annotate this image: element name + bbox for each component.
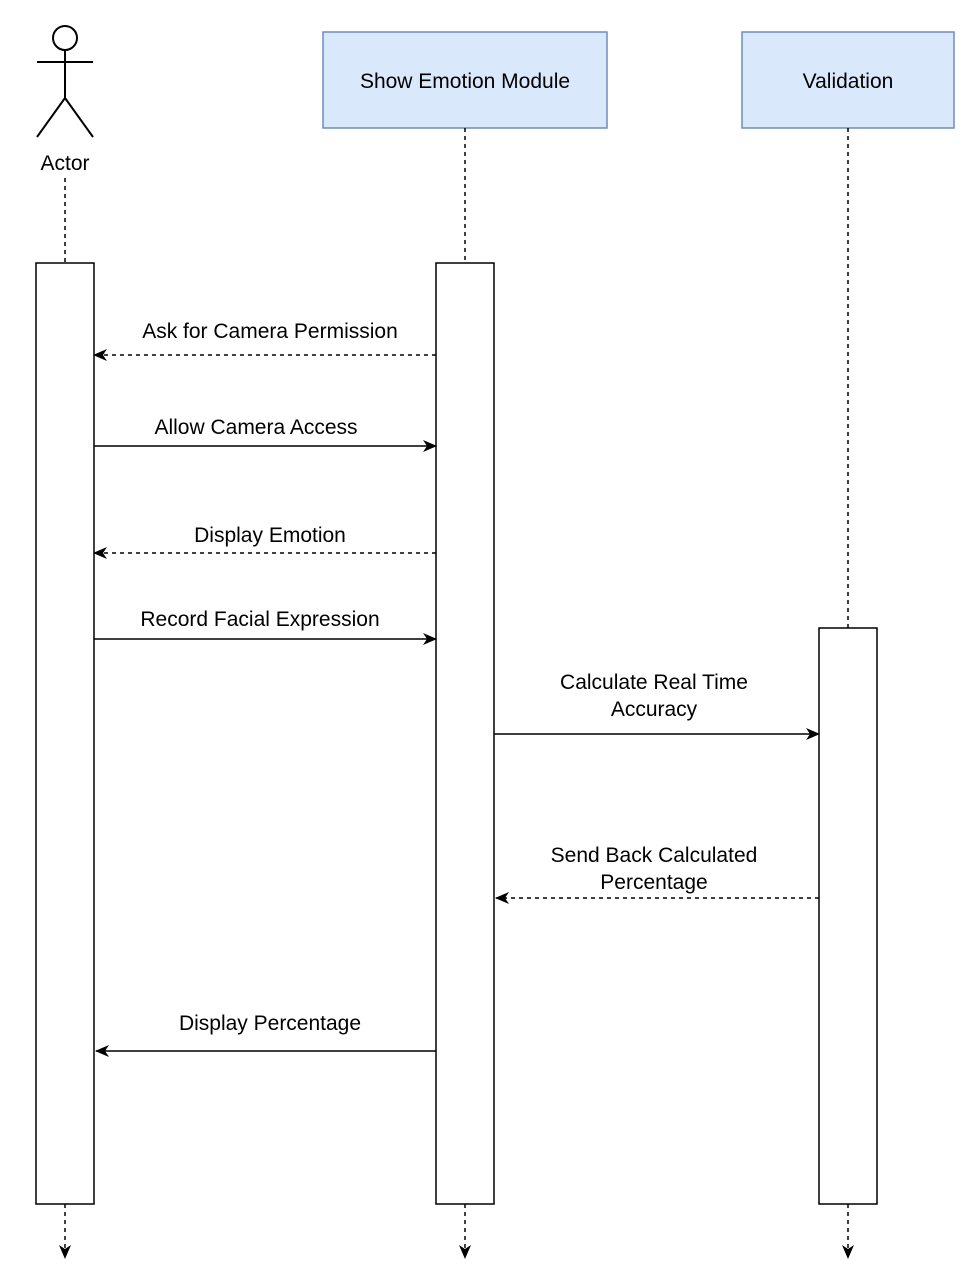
participant-box xyxy=(322,31,608,129)
message-label: Display Percentage xyxy=(179,1012,361,1035)
actor-label: Actor xyxy=(40,152,89,175)
participant-label: Show Emotion Module xyxy=(360,70,570,93)
actor: Actor xyxy=(36,25,94,175)
participant-box xyxy=(741,31,955,129)
message-display-percentage: Display Percentage xyxy=(95,1012,436,1057)
message-label: Record Facial Expression xyxy=(140,608,379,631)
message-label-line-2: Percentage xyxy=(600,871,707,894)
message-label-line-1: Send Back Calculated xyxy=(551,844,758,867)
message-label: Allow Camera Access xyxy=(154,416,357,439)
message-calculate-accuracy: Calculate Real Time Accuracy xyxy=(494,671,820,740)
message-send-back-percentage: Send Back Calculated Percentage xyxy=(495,844,819,904)
participant-validation: Validation xyxy=(741,31,955,129)
lifelines xyxy=(59,128,854,1259)
message-allow-camera-access: Allow Camera Access xyxy=(94,416,437,452)
stick-figure-icon xyxy=(36,25,94,138)
message-ask-camera-permission: Ask for Camera Permission xyxy=(93,320,436,361)
message-record-facial-expression: Record Facial Expression xyxy=(94,608,437,645)
activation-bars xyxy=(35,262,878,1205)
message-label-line-2: Accuracy xyxy=(611,698,698,721)
participant-show-emotion-module: Show Emotion Module xyxy=(322,31,608,129)
messages: Ask for Camera Permission Allow Camera A… xyxy=(93,320,820,1057)
message-label: Ask for Camera Permission xyxy=(142,320,398,343)
activation-bar-validation xyxy=(818,627,878,1205)
activation-bar-actor xyxy=(35,262,95,1205)
activation-bar-show-emotion xyxy=(435,262,495,1205)
message-label: Display Emotion xyxy=(194,524,346,547)
message-label-line-1: Calculate Real Time xyxy=(560,671,748,694)
participant-label: Validation xyxy=(803,70,894,93)
message-display-emotion: Display Emotion xyxy=(93,524,436,559)
